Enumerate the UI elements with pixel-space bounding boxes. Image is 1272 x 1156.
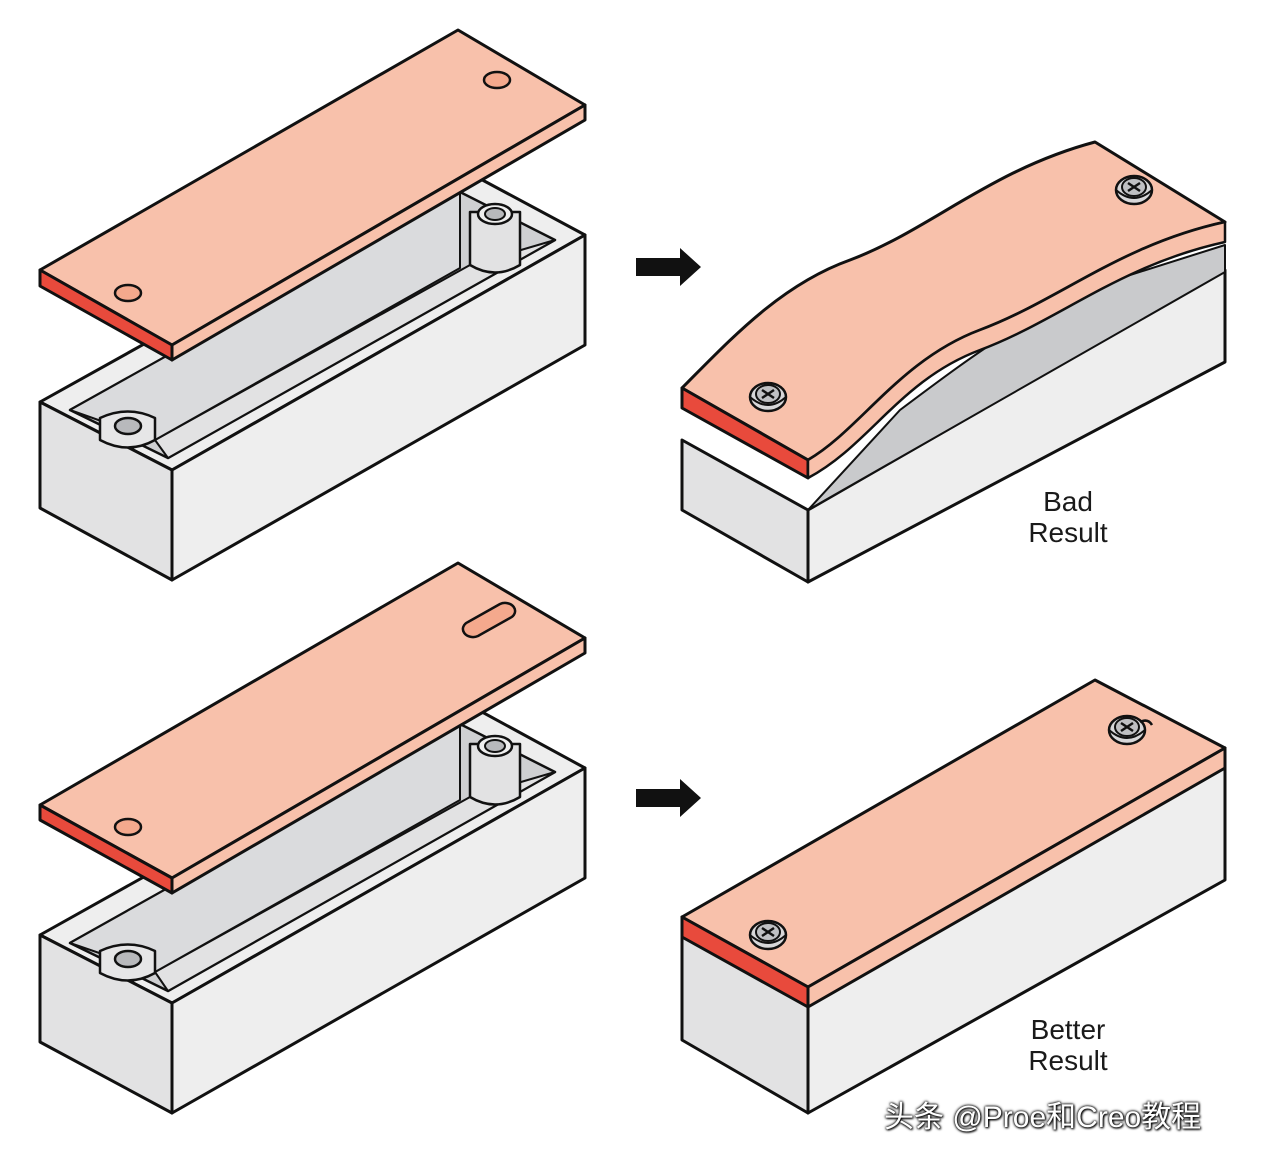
- closed-box-better: [680, 746, 1227, 1115]
- screw-icon: [1114, 174, 1154, 206]
- right-arrow-icon: [636, 248, 701, 286]
- bad-result-label: Bad Result: [998, 486, 1138, 548]
- watermark: 头条 @Proe和Creo教程: [884, 1101, 1202, 1134]
- open-box-bottom: [38, 698, 587, 1115]
- warped-lid: [680, 140, 1227, 480]
- better-label-line1: Better: [1030, 1014, 1106, 1045]
- right-arrow-icon: [636, 779, 701, 817]
- lid-top-left: [38, 28, 587, 362]
- better-result-label: Better Result: [998, 1014, 1138, 1076]
- bad-label-line1: Bad: [1043, 486, 1093, 517]
- open-box-top: [38, 166, 587, 582]
- better-label-line2: Result: [1028, 1045, 1108, 1076]
- lid-bottom-left-slotted: [38, 561, 587, 895]
- slot-edge: [1139, 719, 1154, 726]
- screw-icon: [1107, 714, 1147, 746]
- screw-icon: [748, 919, 788, 951]
- screw-icon: [748, 381, 788, 413]
- slot-hole: [461, 601, 517, 639]
- flat-lid: [680, 678, 1227, 1009]
- closed-box-bad: [680, 244, 1227, 584]
- bad-label-line2: Result: [1028, 517, 1108, 548]
